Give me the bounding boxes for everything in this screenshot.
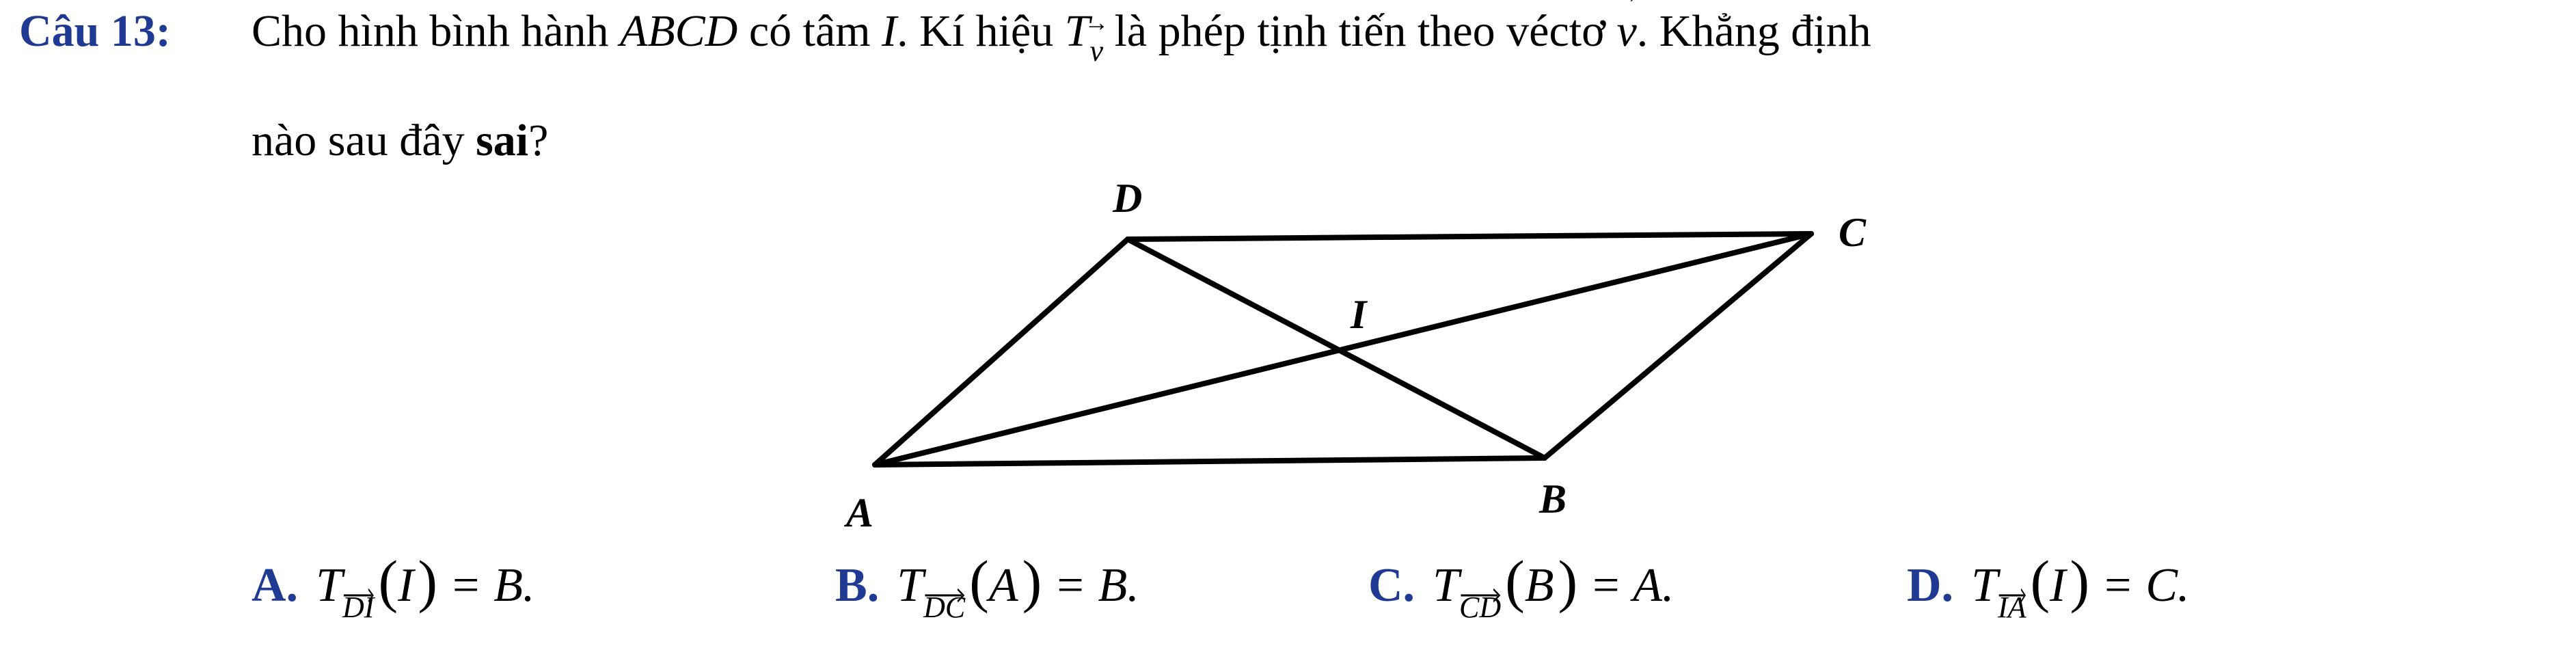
question-text: . Khẳng định — [1636, 6, 1871, 56]
vector-subscript: IA — [1998, 588, 2026, 625]
parallelogram-figure: D C I A B — [843, 176, 1867, 535]
center-name: I — [882, 6, 897, 56]
option-result: = B. — [1053, 559, 1139, 612]
close-paren: ) — [1558, 548, 1578, 614]
translation-subscript: →v — [1084, 9, 1109, 68]
diagonal-bd — [1125, 237, 1547, 461]
vector-subscript: DC — [923, 588, 965, 625]
vector-v: →v — [1612, 0, 1642, 57]
vertex-label-c: C — [1839, 210, 1867, 255]
close-paren: ) — [1022, 548, 1042, 614]
vector-subscript: CD — [1459, 588, 1501, 625]
parallelogram-name: ABCD — [620, 6, 738, 56]
vector-arrow-icon — [1998, 584, 2026, 606]
option-argument: I — [398, 559, 414, 612]
translation-symbol: T — [1433, 559, 1459, 612]
option-result: = C. — [2101, 559, 2190, 612]
vector-subscript: DI — [342, 588, 374, 625]
vector-arrow-icon — [1459, 584, 1501, 606]
emphasis-word: sai — [476, 116, 529, 165]
open-paren: ( — [378, 548, 398, 614]
vertex-label-d: D — [1112, 176, 1142, 221]
question-text: nào sau đây — [252, 116, 465, 165]
option-argument: B — [1524, 559, 1554, 612]
question-number: Câu 13: — [19, 6, 171, 56]
question-text: là phép tịnh tiến theo véctơ — [1114, 6, 1605, 56]
question-text: . Kí hiệu — [897, 6, 1054, 56]
option-letter: D. — [1907, 559, 1954, 612]
edge-ab — [872, 455, 1547, 468]
open-paren: ( — [969, 548, 989, 614]
option-letter: C. — [1368, 559, 1415, 612]
question-text: Cho hình bình hành — [252, 6, 609, 56]
translation-symbol: T — [316, 559, 342, 612]
option-letter: B. — [835, 559, 880, 612]
vector-arrow-icon — [342, 584, 374, 606]
open-paren: ( — [2030, 548, 2050, 614]
close-paren: ) — [418, 548, 438, 614]
vector-arrow-icon: → — [1612, 0, 1642, 8]
option-result: = A. — [1589, 559, 1675, 612]
vertex-label-b: B — [1538, 476, 1567, 522]
option-result: = B. — [449, 559, 535, 612]
question-text: có tâm — [748, 6, 871, 56]
translation-symbol: T — [897, 559, 924, 612]
vector-arrow-icon — [923, 584, 965, 606]
edge-cd — [1125, 231, 1814, 242]
vertex-label-i: I — [1350, 292, 1368, 337]
option-argument: A — [988, 559, 1018, 612]
question-text: ? — [528, 116, 549, 165]
open-paren: ( — [1505, 548, 1525, 614]
vector-arrow-icon: → — [1084, 9, 1109, 36]
translation-symbol: T — [1064, 6, 1090, 56]
vertex-label-a: A — [843, 490, 873, 535]
edge-da — [872, 237, 1130, 468]
edge-bc — [1542, 231, 1814, 461]
close-paren: ) — [2070, 548, 2090, 614]
translation-symbol: T — [1971, 559, 1998, 612]
question-line-1: Cho hình bình hành ABCD có tâm I. Kí hiệ… — [252, 0, 1871, 68]
question-line-2: nào sau đây sai? — [252, 115, 548, 167]
option-letter: A. — [252, 559, 299, 612]
option-argument: I — [2050, 559, 2066, 612]
